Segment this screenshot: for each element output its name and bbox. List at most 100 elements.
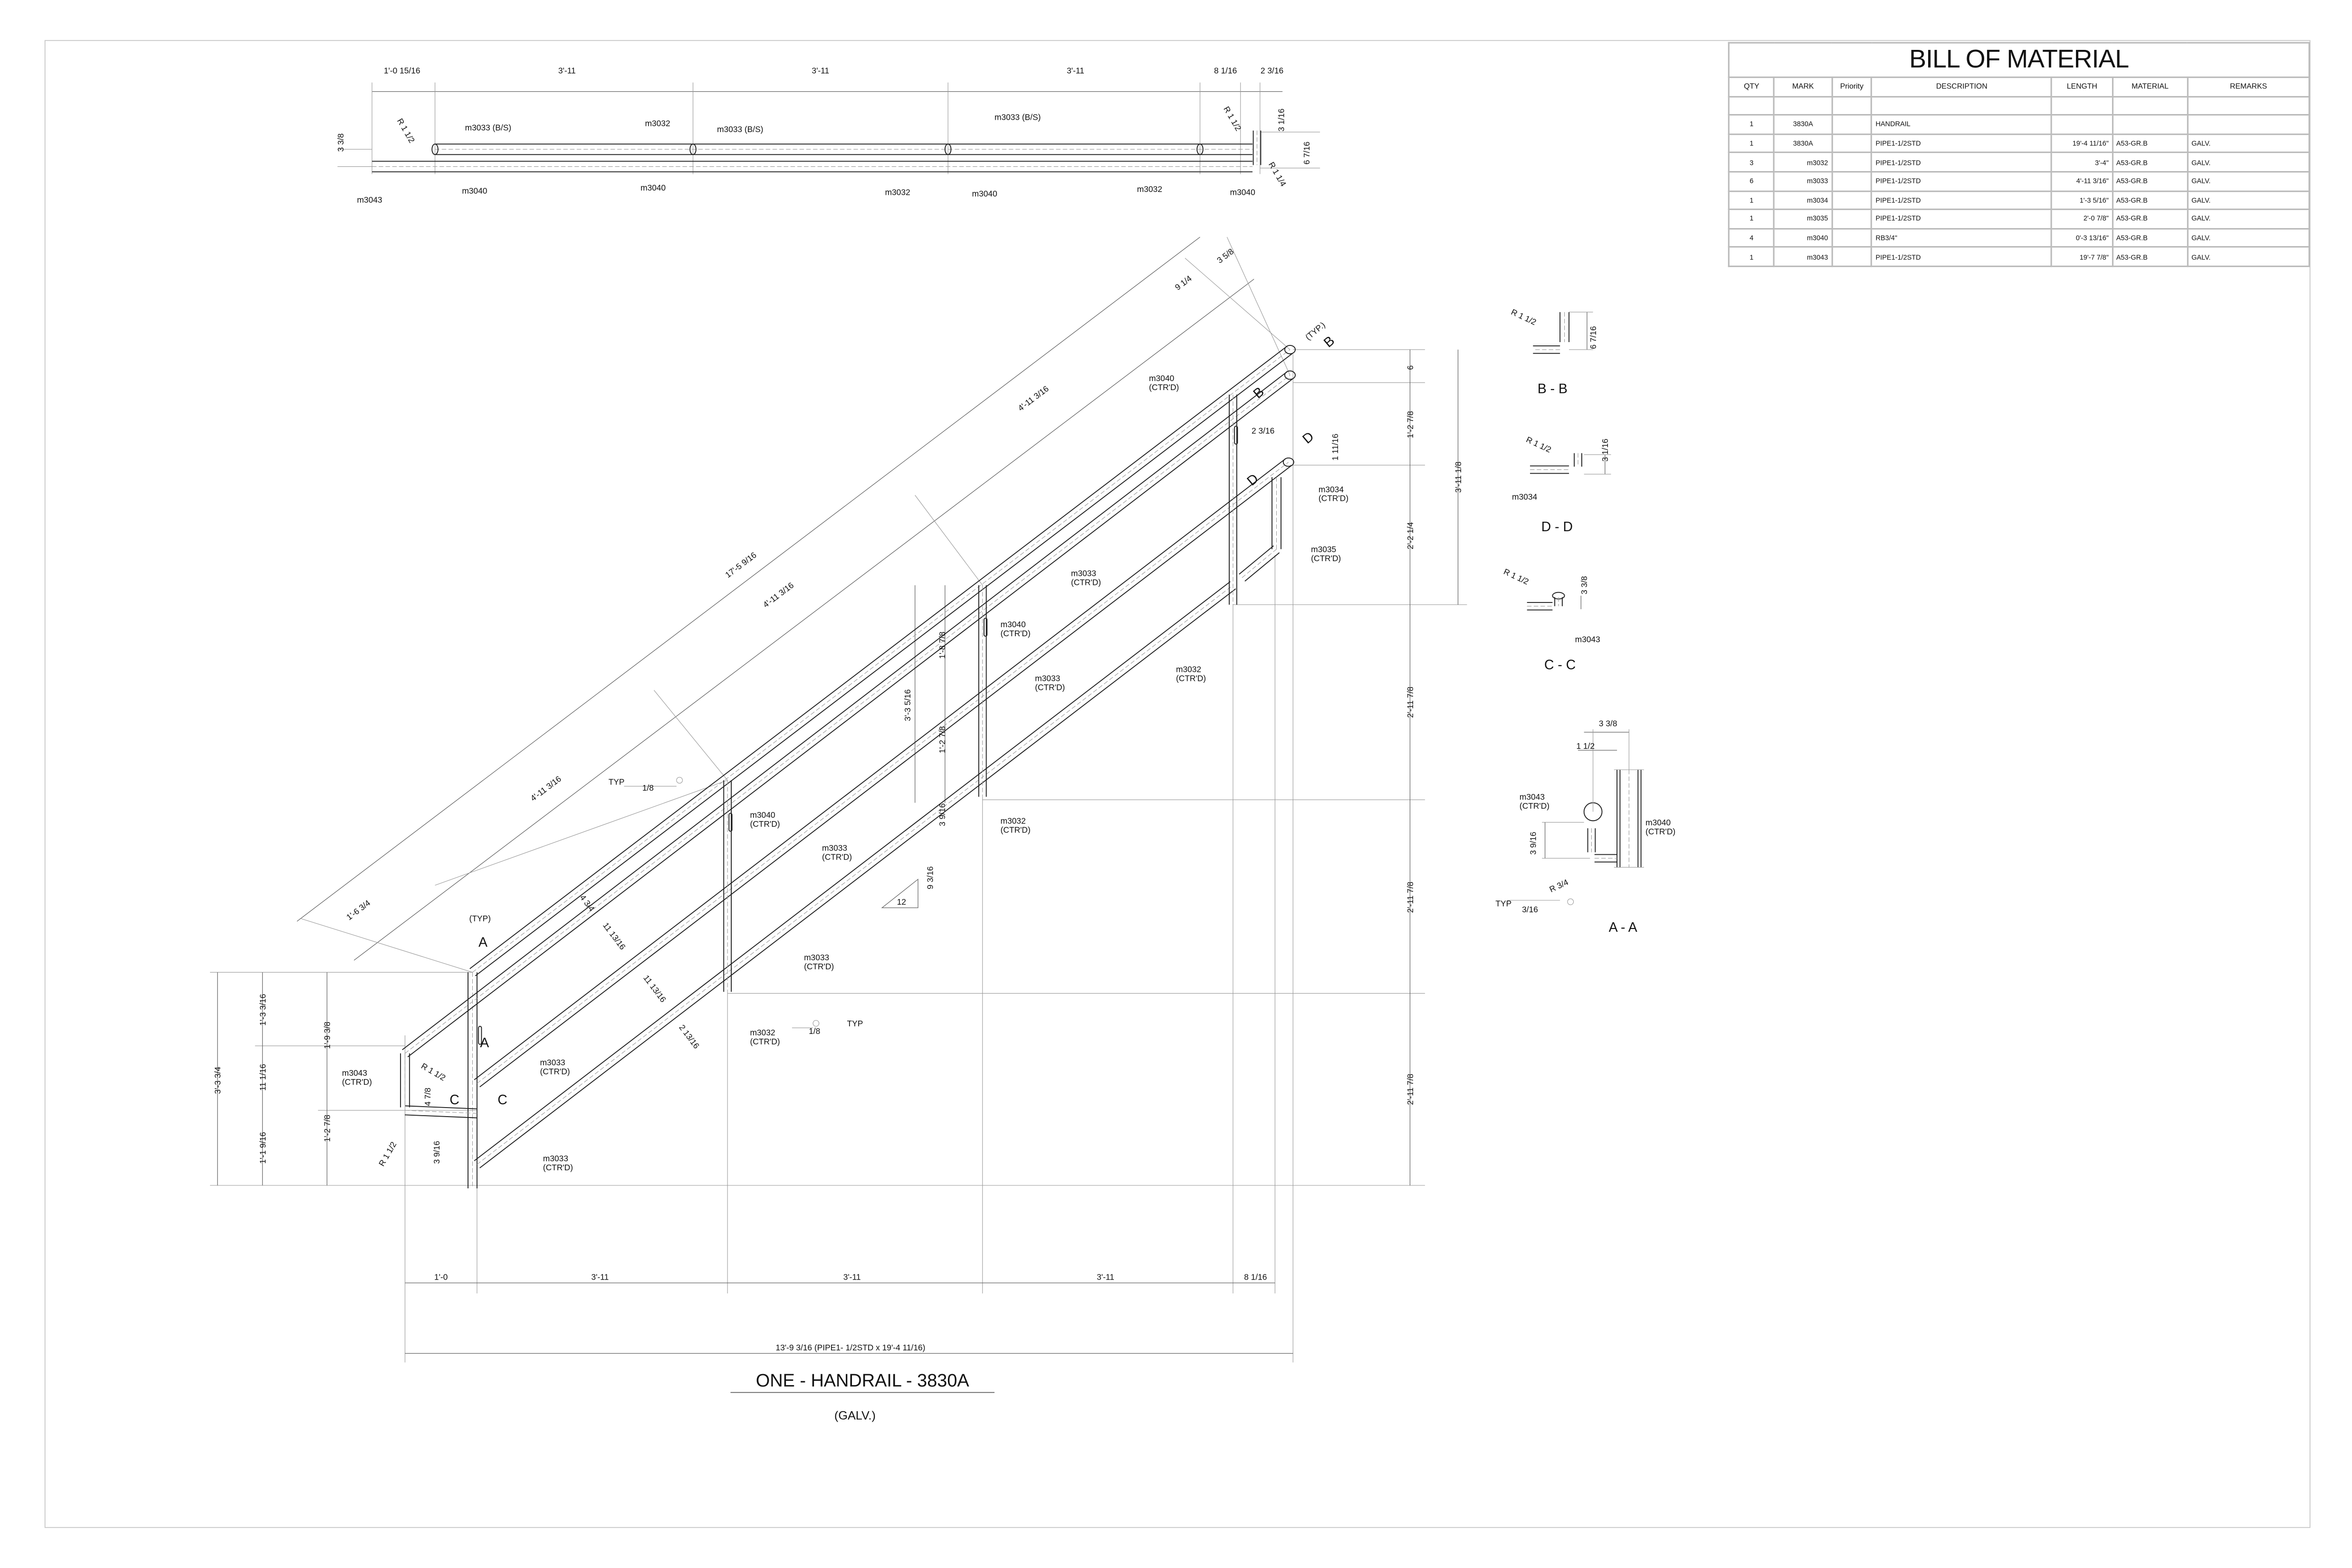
plan-upper-pipe xyxy=(435,143,1253,155)
post-m3032 xyxy=(1229,394,1237,605)
section-marker: C xyxy=(497,1092,507,1108)
main-dimension: 2'-11 7/8 xyxy=(1405,1074,1415,1105)
aa-typ-label: TYP xyxy=(1495,899,1511,908)
part-callout: m3033 xyxy=(1035,674,1060,683)
main-dimension: 2 3/16 xyxy=(1252,426,1274,436)
bom-cell-length: 4'-11 3/16" xyxy=(2051,171,2113,191)
extension-line xyxy=(653,690,728,781)
pipe-centerline xyxy=(477,462,1289,1084)
main-dimension: 4'-11 3/16 xyxy=(761,580,795,609)
bom-header-qty: QTY xyxy=(1728,76,1775,97)
m3035-vertical xyxy=(1272,477,1281,549)
part-callout: m3034 xyxy=(1319,485,1344,494)
main-dimension: 1'-0 xyxy=(434,1272,448,1282)
main-dimension: 1'-2 7/8 xyxy=(937,726,947,753)
pipe-edge xyxy=(474,458,1286,1080)
post-section xyxy=(689,143,697,155)
dimension-label: R 1 1/2 xyxy=(1510,307,1538,327)
bom-cell-description: PIPE1-1/2STD xyxy=(1871,209,2053,229)
bom-cell-mark: m3034 xyxy=(1773,190,1833,210)
section-marker: C xyxy=(449,1092,459,1108)
aa-rod-horizontal xyxy=(1594,854,1617,863)
dd-stub xyxy=(1574,453,1582,467)
part-callout-note: (CTR'D) xyxy=(1001,629,1031,638)
pipe-end xyxy=(1284,345,1296,354)
slope-triangle xyxy=(881,879,918,908)
bom-cell-qty: 6 xyxy=(1728,171,1775,191)
pipe-centerline xyxy=(405,375,1291,1054)
extension-line xyxy=(300,918,473,973)
post-m3032 xyxy=(978,585,987,797)
part-callout-note: (CTR'D) xyxy=(543,1163,573,1172)
part-callout-note: (CTR'D) xyxy=(822,852,852,861)
main-dimension: 9 1/4 xyxy=(1173,273,1194,292)
m3035-diagonal xyxy=(1239,545,1280,582)
dimension-label: 6 7/16 xyxy=(1588,326,1598,349)
bom-cell-priority xyxy=(1831,247,1873,267)
dimension-label: 3 3/8 xyxy=(1599,718,1617,728)
bom-header-mark: MARK xyxy=(1773,76,1833,97)
part-callout-note: (CTR'D) xyxy=(1311,554,1341,563)
bom-cell-mark: m3043 xyxy=(1773,247,1833,267)
part-callout: m3040 xyxy=(750,810,775,820)
bom-cell-remarks: GALV. xyxy=(2187,133,2310,154)
main-dimension: 6 xyxy=(1405,365,1415,370)
pipe-edge xyxy=(479,465,1292,1088)
main-dimension: 13'-9 3/16 (PIPE1- 1/2STD x 19'-4 11/16) xyxy=(775,1343,925,1352)
main-dimension: 1'-1 9/16 xyxy=(258,1132,268,1164)
bom-cell-remarks: GALV. xyxy=(2187,190,2310,210)
section-marker: 1/8 xyxy=(809,1026,820,1036)
bom-cell-mark: m3040 xyxy=(1773,228,1833,249)
bom-cell-qty: 1 xyxy=(1728,190,1775,210)
bom-cell-qty: 3 xyxy=(1728,152,1775,173)
part-callout-note: (CTR'D) xyxy=(342,1077,372,1087)
part-callout-note: (CTR'D) xyxy=(1035,683,1065,692)
part-callout-note: (CTR'D) xyxy=(1071,578,1101,587)
bom-cell-length: 19'-7 7/8" xyxy=(2051,247,2113,267)
main-dimension: 1 11/16 xyxy=(1330,434,1340,461)
part-callout-note: (CTR'D) xyxy=(1149,382,1179,392)
plan-dimension: 3 1/16 xyxy=(1276,108,1286,131)
bom-cell-material: A53-GR.B xyxy=(2112,209,2189,229)
dimension-label: 3 9/16 xyxy=(1529,832,1538,855)
part-callout: m3033 xyxy=(804,953,829,962)
bom-cell-description: PIPE1-1/2STD xyxy=(1871,247,2053,267)
bom-cell-remarks: GALV. xyxy=(2187,247,2310,267)
main-dimension: 3 9/16 xyxy=(432,1141,441,1164)
plan-dimension: R 1 1/2 xyxy=(1222,105,1243,132)
main-dimension: 3 9/16 xyxy=(937,803,947,826)
m3040-rod xyxy=(728,813,733,832)
part-callout: m3035 xyxy=(1311,545,1336,554)
bom-cell-priority xyxy=(1831,171,1873,191)
pipe-centerline xyxy=(1242,549,1277,578)
bom-cell-material: A53-GR.B xyxy=(2112,171,2189,191)
main-dimension: 4'-11 3/16 xyxy=(1016,384,1051,413)
main-dimension: 17'-5 9/16 xyxy=(723,550,758,580)
post-section xyxy=(431,143,439,155)
extension-line xyxy=(1226,237,1291,375)
diagonal-dimension-line xyxy=(354,278,1254,961)
bom-cell-description: PIPE1-1/2STD xyxy=(1871,152,2053,173)
main-dimension: 3'-11 xyxy=(591,1272,609,1282)
main-dimension: 3'-11 xyxy=(1097,1272,1114,1282)
section-marker: A xyxy=(480,1035,489,1051)
part-callout: m3032 xyxy=(1176,665,1201,674)
cc-horizontal xyxy=(1527,602,1553,611)
main-dimension: 8 1/16 xyxy=(1244,1272,1267,1282)
plan-lower-pipe xyxy=(372,161,1253,172)
section-marker: A xyxy=(478,935,488,950)
dimension-label: 3 1/16 xyxy=(1600,439,1610,461)
m3043-loop-horizontal xyxy=(404,1105,478,1119)
bom-cell-remarks: GALV. xyxy=(2187,209,2310,229)
third-rail xyxy=(474,458,1292,1088)
bom-header-length: LENGTH xyxy=(2051,76,2113,97)
main-dimension: 11 1/16 xyxy=(258,1064,268,1091)
bom-cell-material: A53-GR.B xyxy=(2112,228,2189,249)
dd-horizontal xyxy=(1530,465,1569,474)
part-callout: m3040 xyxy=(1001,620,1026,629)
main-dimension: 1'-3 3/16 xyxy=(258,994,268,1026)
